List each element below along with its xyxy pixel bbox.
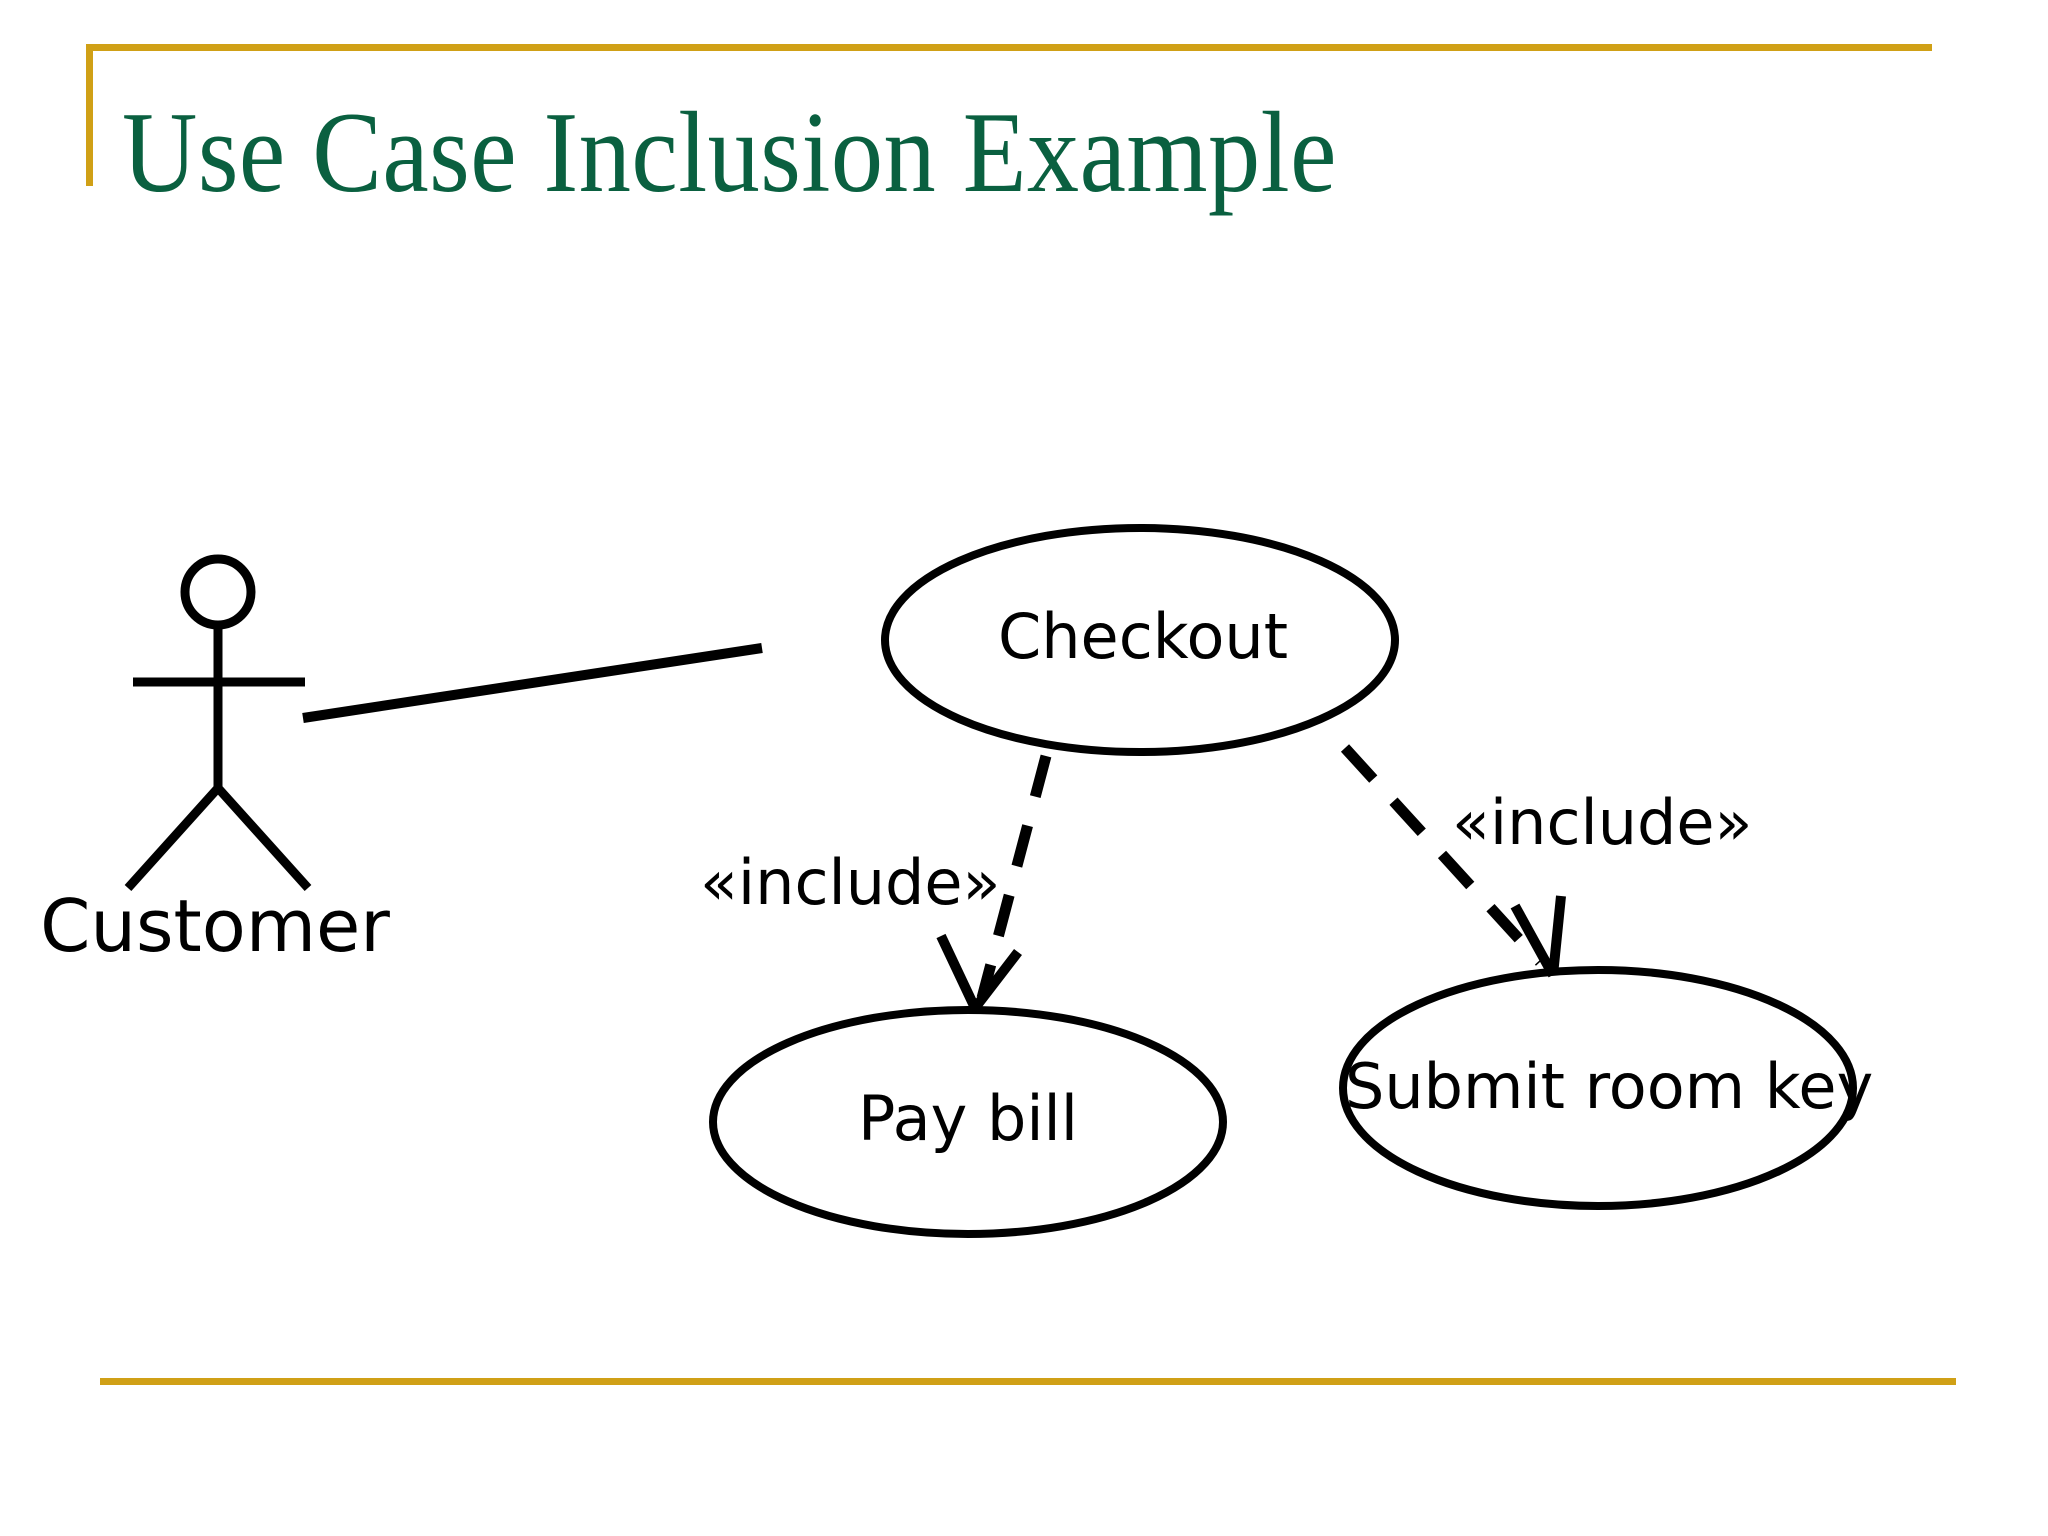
dependency-checkout-pay-bill[interactable] — [936, 754, 1052, 1012]
use-case-submit-room-key[interactable] — [1339, 966, 1857, 1210]
accent-rule-top — [86, 44, 1932, 51]
arrowhead-stroke-left — [936, 933, 980, 1011]
association-customer-checkout[interactable] — [302, 643, 763, 723]
use-case-label-submit-room-key: Submit room key — [1345, 1050, 1874, 1123]
slide-title: Use Case Inclusion Example — [122, 89, 1337, 217]
use-case-label-checkout: Checkout — [997, 600, 1289, 673]
actor-head-icon — [180, 554, 256, 630]
accent-rule-left — [86, 44, 93, 186]
dependency-checkout-submit-room-key[interactable] — [1340, 744, 1566, 978]
actor-customer[interactable] — [124, 554, 312, 892]
actor-leg-right — [214, 784, 312, 892]
arrowhead-stroke-left — [1510, 903, 1558, 978]
use-case-pay-bill[interactable] — [709, 1006, 1227, 1238]
stereotype-label-include-pay-bill: «include» — [700, 846, 1001, 919]
actor-label-customer: Customer — [40, 884, 390, 968]
stereotype-label-include-submit-room-key: «include» — [1452, 786, 1753, 859]
use-case-label-pay-bill: Pay bill — [857, 1082, 1079, 1155]
dependency-line — [1340, 744, 1545, 966]
dependency-line — [976, 754, 1052, 1000]
use-case-checkout[interactable] — [881, 524, 1399, 756]
arrowhead-stroke-right — [971, 948, 1022, 1012]
actor-leg-left — [124, 784, 222, 892]
accent-rule-bottom — [100, 1378, 1956, 1385]
arrowhead-stroke-right — [1548, 895, 1566, 976]
